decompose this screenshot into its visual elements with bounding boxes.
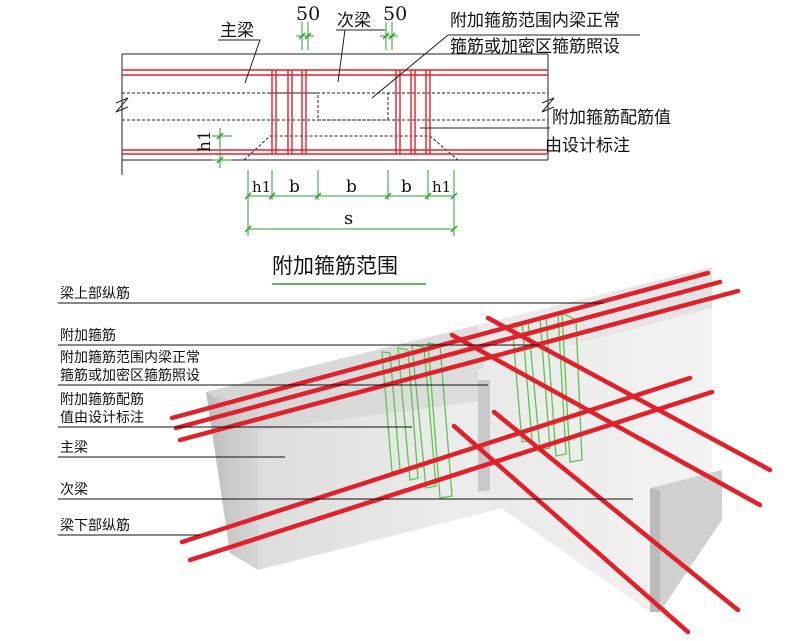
secondary-top-rebar-1 — [449, 332, 763, 508]
secondary-bottom-rebar-2 — [491, 409, 741, 613]
note-inner-line2: 箍筋或加密区箍筋照设 — [450, 37, 620, 57]
isometric-view: 梁上部纵筋 附加箍筋 附加箍筋范围内梁正常 箍筋或加密区箍筋照设 附加箍筋配筋 … — [58, 267, 773, 635]
dim-b-3: b — [401, 177, 412, 197]
dim-b-1: b — [289, 177, 300, 197]
main-beam-outline — [115, 53, 555, 175]
note-value-line2: 由设计标注 — [545, 136, 630, 156]
callout-secondary-beam: 次梁 — [60, 482, 88, 498]
callout-main-beam: 主梁 — [60, 440, 88, 456]
label-secondary-beam: 次梁 — [337, 11, 371, 31]
callout-normal-stirrup-line2: 箍筋或加密区箍筋照设 — [60, 367, 200, 384]
section-additional-stirrups — [271, 70, 431, 154]
dim-50-right: 50 — [383, 3, 407, 25]
secondary-beam-end-face — [650, 470, 722, 612]
caption-title: 附加箍筋范围 — [272, 254, 398, 278]
section-drawing: 主梁 次梁 50 50 附加箍筋范围内梁正常 箍筋或加密区箍筋照设 附加箍筋配筋… — [115, 3, 671, 285]
callout-value-line1: 附加箍筋配筋 — [60, 391, 144, 408]
callout-normal-stirrup-line1: 附加箍筋范围内梁正常 — [60, 349, 200, 366]
section-leaders — [218, 29, 640, 129]
note-inner-line1: 附加箍筋范围内梁正常 — [450, 11, 620, 31]
callout-bottom-longitudinal: 梁下部纵筋 — [60, 517, 130, 534]
top-rebar-3 — [177, 288, 741, 443]
top-rebar-2 — [173, 279, 723, 431]
note-value-line1: 附加箍筋配筋值 — [552, 108, 671, 128]
dim-s: s — [344, 208, 353, 229]
section-longitudinal-rebars — [122, 69, 548, 155]
bottom-rebar-1 — [179, 375, 693, 545]
dim-h1-vertical: h1 — [195, 130, 215, 152]
dim-b-2: b — [346, 177, 357, 197]
callout-value-line2: 值由设计标注 — [60, 410, 144, 426]
bottom-rebar-2 — [187, 389, 715, 563]
callout-additional-stirrup: 附加箍筋 — [60, 327, 116, 344]
dim-h1-left: h1 — [252, 178, 271, 196]
callout-top-longitudinal: 梁上部纵筋 — [60, 285, 130, 302]
secondary-top-rebar-2 — [485, 315, 773, 473]
main-beam-end-face — [206, 392, 258, 570]
dim-h1-right: h1 — [432, 178, 451, 196]
secondary-bottom-rebar-1 — [451, 423, 691, 635]
dim-50-left: 50 — [296, 3, 320, 25]
callouts — [58, 302, 633, 536]
dimension-ticks — [216, 32, 458, 233]
label-main-beam: 主梁 — [220, 21, 254, 41]
